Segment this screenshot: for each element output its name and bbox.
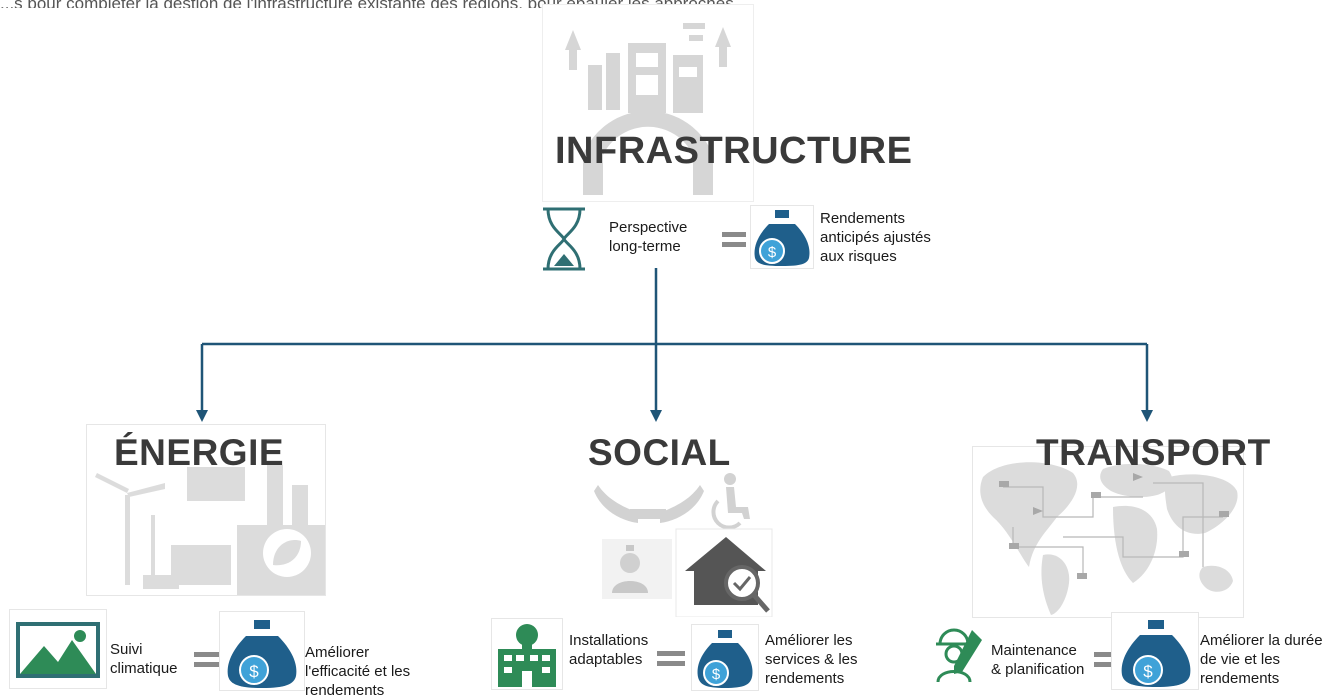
landscape-icon xyxy=(9,609,107,689)
energie-left-label: Suivi climatique xyxy=(110,641,178,677)
energie-right-label: Améliorer l'efficacité et les rendements xyxy=(305,644,411,699)
infrastructure-gear-icon xyxy=(565,23,731,195)
energy-icon xyxy=(95,465,327,595)
money-bag-icon: $ xyxy=(219,611,305,691)
transport-image xyxy=(972,446,1244,618)
top-partial-text: ...s pour compléter la gestion de l'infr… xyxy=(0,0,1342,8)
transport-left-label: Maintenance & planification xyxy=(991,642,1085,678)
equals-sign xyxy=(657,651,685,671)
money-bag-icon: $ xyxy=(1111,612,1199,690)
equals-sign xyxy=(1094,652,1120,672)
svg-text:$: $ xyxy=(712,666,721,683)
social-title: SOCIAL xyxy=(588,432,731,473)
money-bag-icon: $ xyxy=(691,624,759,691)
worker-pencil-icon xyxy=(932,622,986,684)
svg-text:$: $ xyxy=(768,244,777,261)
social-right-label: Améliorer les services & les rendements xyxy=(765,632,858,687)
infrastructure-right-label: Rendements anticipés ajustés aux risques xyxy=(820,210,931,265)
svg-text:$: $ xyxy=(1143,662,1153,681)
money-bag-icon: $ xyxy=(750,205,814,269)
building-lightbulb-icon xyxy=(491,618,563,690)
infrastructure-image xyxy=(542,4,754,202)
energie-image xyxy=(86,424,327,596)
energie-title: ÉNERGIE xyxy=(114,432,285,473)
equals-sign xyxy=(722,232,746,252)
hourglass-icon xyxy=(543,207,585,271)
svg-text:$: $ xyxy=(249,662,259,681)
social-left-label: Installations adaptables xyxy=(569,632,649,668)
transport-title: TRANSPORT xyxy=(1036,432,1271,473)
social-image xyxy=(590,465,776,618)
equals-sign xyxy=(194,652,220,672)
infrastructure-left-label: Perspective long-terme xyxy=(609,219,688,255)
social-icons xyxy=(594,473,773,618)
world-map-icon xyxy=(980,462,1238,615)
transport-right-label: Améliorer la durée de vie et les rendeme… xyxy=(1200,632,1323,687)
infrastructure-title: INFRASTRUCTURE xyxy=(555,130,913,172)
